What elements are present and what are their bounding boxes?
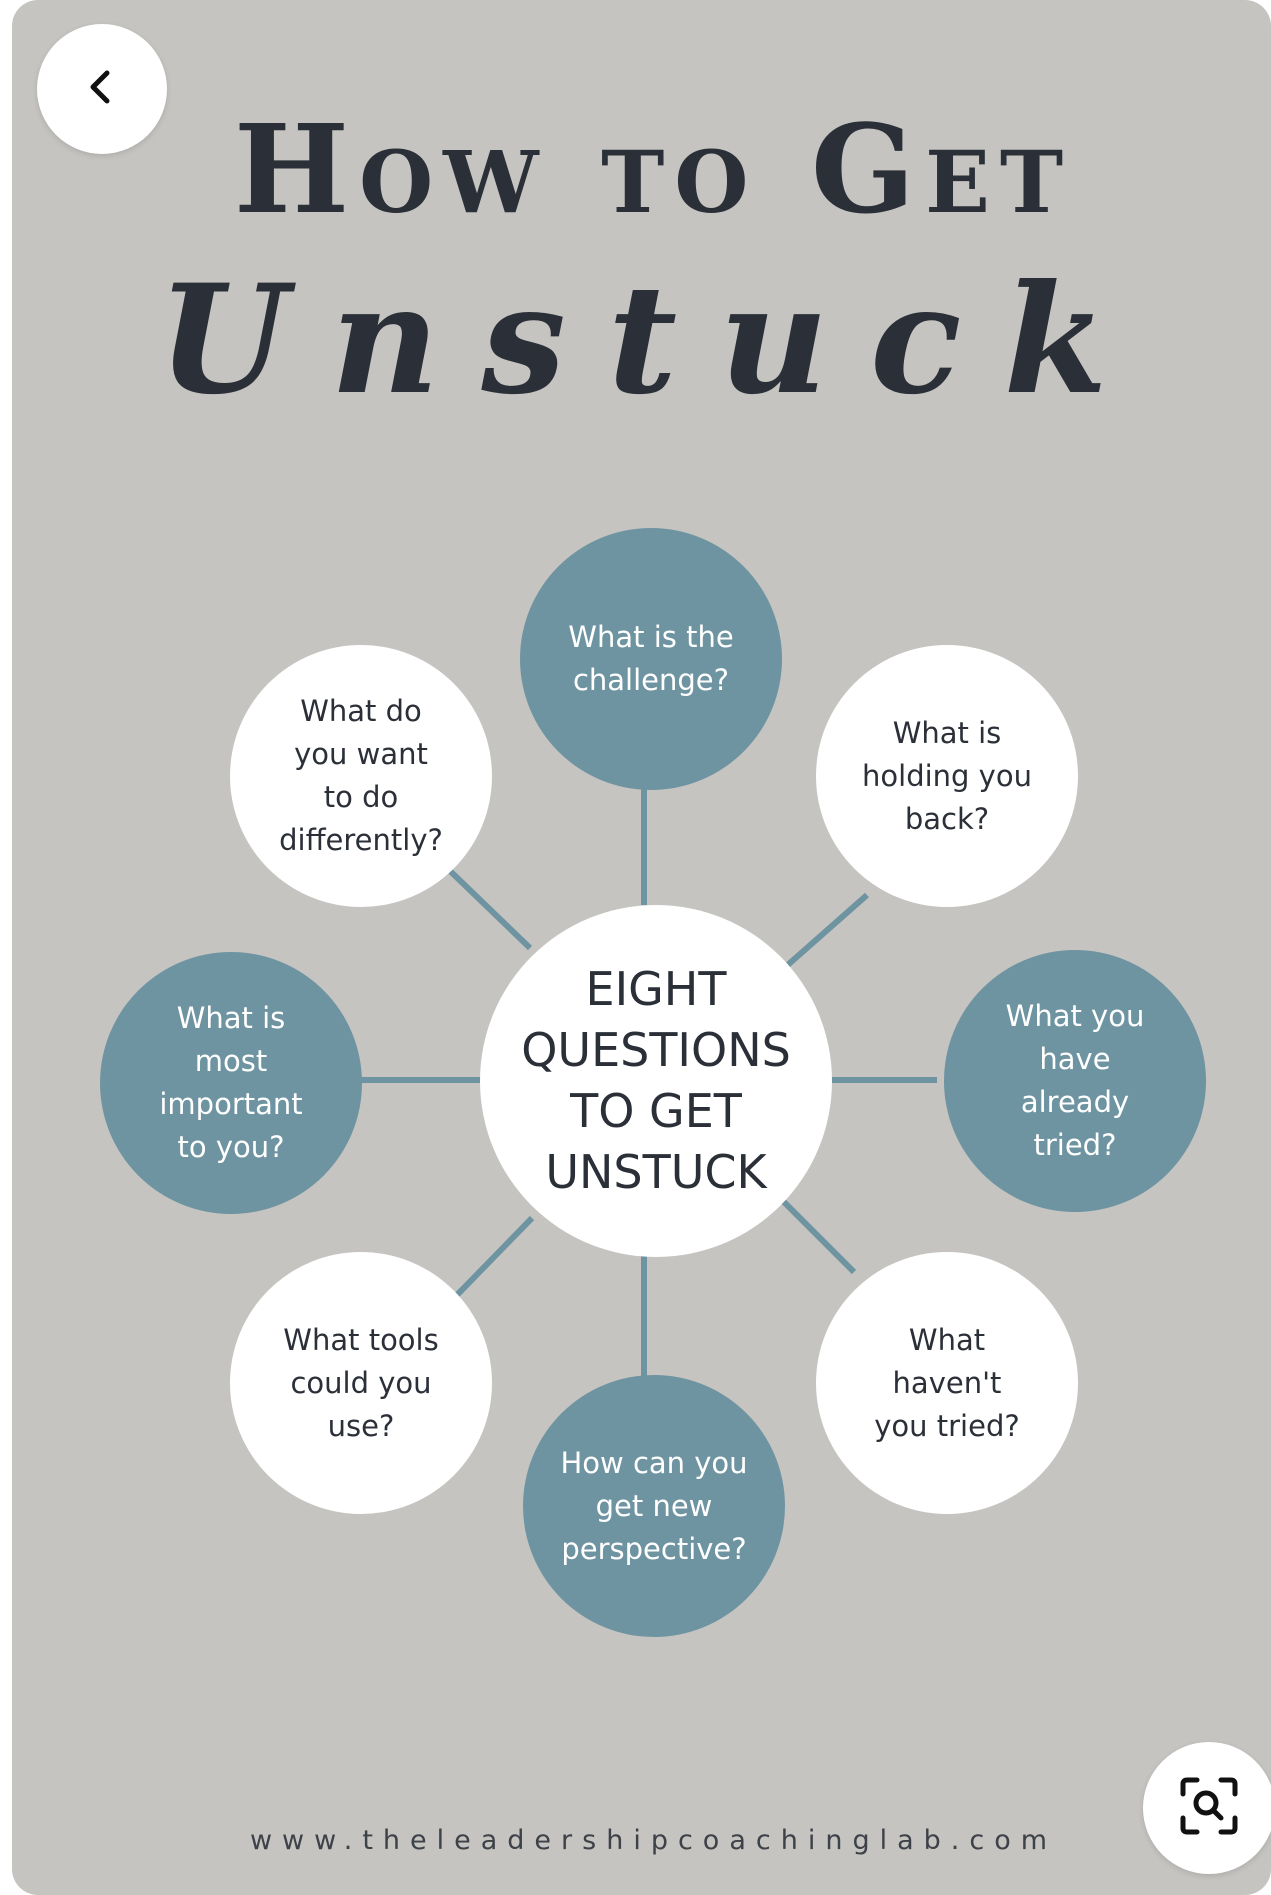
question-node-most-important: What is most important to you? xyxy=(100,952,362,1214)
question-node-new-perspective: How can you get new perspective? xyxy=(523,1375,785,1637)
center-hub-label: EIGHT QUESTIONS TO GET UNSTUCK xyxy=(480,905,832,1257)
connector-top-left xyxy=(444,865,533,951)
connector-lines xyxy=(357,780,937,1378)
question-node-challenge: What is the challenge? xyxy=(520,528,782,790)
question-node-do-differently: What do you want to do differently? xyxy=(230,645,492,907)
visual-search-icon xyxy=(1177,1774,1241,1843)
question-node-holding-back: What is holding you back? xyxy=(816,645,1078,907)
connector-bottom-right xyxy=(779,1197,857,1275)
visual-search-button[interactable] xyxy=(1143,1742,1271,1874)
pin-image-card: How to Get Unstuck What is the challenge… xyxy=(12,0,1271,1895)
question-node-havent-tried: What haven't you tried? xyxy=(816,1252,1078,1514)
back-button[interactable] xyxy=(37,24,167,154)
title-line-2: Unstuck xyxy=(157,252,1150,428)
footer-url: www.theleadershipcoachinglab.com xyxy=(249,1825,1058,1856)
connector-top-right xyxy=(780,892,869,973)
question-node-already-tried: What you have already tried? xyxy=(944,950,1206,1212)
question-node-tools: What tools could you use? xyxy=(230,1252,492,1514)
chevron-left-icon xyxy=(80,65,124,114)
connector-bottom-left xyxy=(454,1215,535,1298)
title-line-1: How to Get xyxy=(233,97,1074,241)
